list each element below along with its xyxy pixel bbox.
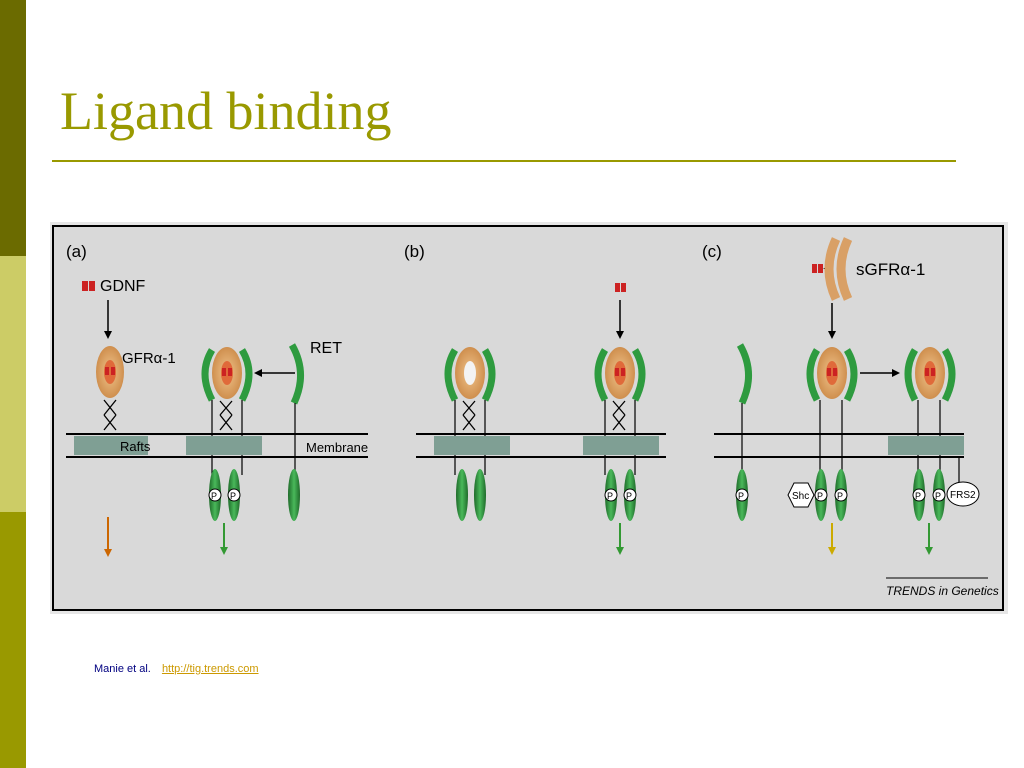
gdnf-ligand-icon xyxy=(812,264,823,273)
ret-label: RET xyxy=(310,340,342,357)
frs2-adaptor xyxy=(946,481,980,507)
soluble-gfr-icon xyxy=(824,237,853,301)
phospho-label-c0: P xyxy=(738,491,744,501)
title-underline xyxy=(52,160,956,162)
phospho-label-c2: P xyxy=(837,491,843,501)
phospho-label-b2: P xyxy=(626,491,632,501)
lipid-raft-a2 xyxy=(186,436,262,455)
shc-adaptor xyxy=(787,482,815,508)
panel-a-label: (a) xyxy=(66,242,87,261)
ret-kinase-domains-a xyxy=(208,469,241,521)
phospho-label-b1: P xyxy=(607,491,613,501)
gfr-receptor-unbound xyxy=(96,346,124,431)
binding-arrowhead-b xyxy=(616,331,624,339)
signal-arrowhead-yellow xyxy=(828,547,836,555)
gdnf-signaling-diagram: (a) GDNF GFRα-1 RET Rafts Membrane xyxy=(52,225,1004,611)
panel-b-label: (b) xyxy=(404,242,425,261)
signal-arrowhead-green-b xyxy=(616,547,624,555)
ret-receptor-free-c xyxy=(735,343,752,521)
citation-link[interactable]: http://tig.trends.com xyxy=(161,663,259,675)
signal-arrowhead-green-a xyxy=(220,547,228,555)
lipid-raft-b2 xyxy=(583,436,659,455)
translocation-arrowhead xyxy=(892,369,900,377)
sgfr-ret-complex-c2 xyxy=(904,347,960,521)
lipid-raft-c xyxy=(888,436,964,455)
figure-border xyxy=(52,225,1004,611)
sgfr-ret-complex-c1 xyxy=(806,347,858,521)
citation-author: Manie et al. xyxy=(94,663,151,675)
ret-recruit-arrowhead xyxy=(254,369,262,377)
phospho-label-a1: P xyxy=(211,491,217,501)
rafts-label: Rafts xyxy=(120,439,151,454)
sidebar-band-top xyxy=(0,0,26,256)
membrane-label: Membrane xyxy=(306,440,368,455)
shc-label: Shc xyxy=(792,491,809,502)
lipid-raft-a1 xyxy=(74,436,148,455)
signal-arrowhead-orange xyxy=(104,549,112,557)
phospho-label-c3: P xyxy=(915,491,921,501)
gdnf-gfr-ret-complex-b xyxy=(594,347,646,521)
gdnf-gfr-ret-complex-a xyxy=(201,347,253,475)
phospho-label-c1: P xyxy=(817,491,823,501)
signal-arrowhead-green-c xyxy=(925,547,933,555)
slide-title: Ligand binding xyxy=(60,81,392,141)
gfr-alpha-label: GFRα-1 xyxy=(122,350,176,367)
panel-c-label: (c) xyxy=(702,242,722,261)
sgfr-alpha-label: sGFRα-1 xyxy=(856,260,925,279)
phospho-label-c4: P xyxy=(935,491,941,501)
trends-credit: TRENDS in Genetics xyxy=(886,584,999,598)
gdnf-ligand-icon xyxy=(615,283,626,292)
frs2-label: FRS2 xyxy=(950,490,976,501)
gfr-ret-complex-empty xyxy=(444,347,496,521)
ret-receptor-free xyxy=(288,343,304,521)
gdnf-ligand-icon xyxy=(82,281,95,291)
binding-arrowhead-c xyxy=(828,331,836,339)
binding-arrowhead xyxy=(104,331,112,339)
phospho-label-a2: P xyxy=(230,491,236,501)
gdnf-label: GDNF xyxy=(100,278,146,295)
citation: Manie et al. http://tig.trends.com xyxy=(94,663,259,675)
sidebar-band-middle xyxy=(0,256,26,512)
lipid-raft-b1 xyxy=(434,436,510,455)
sidebar-band-bottom xyxy=(0,512,26,768)
